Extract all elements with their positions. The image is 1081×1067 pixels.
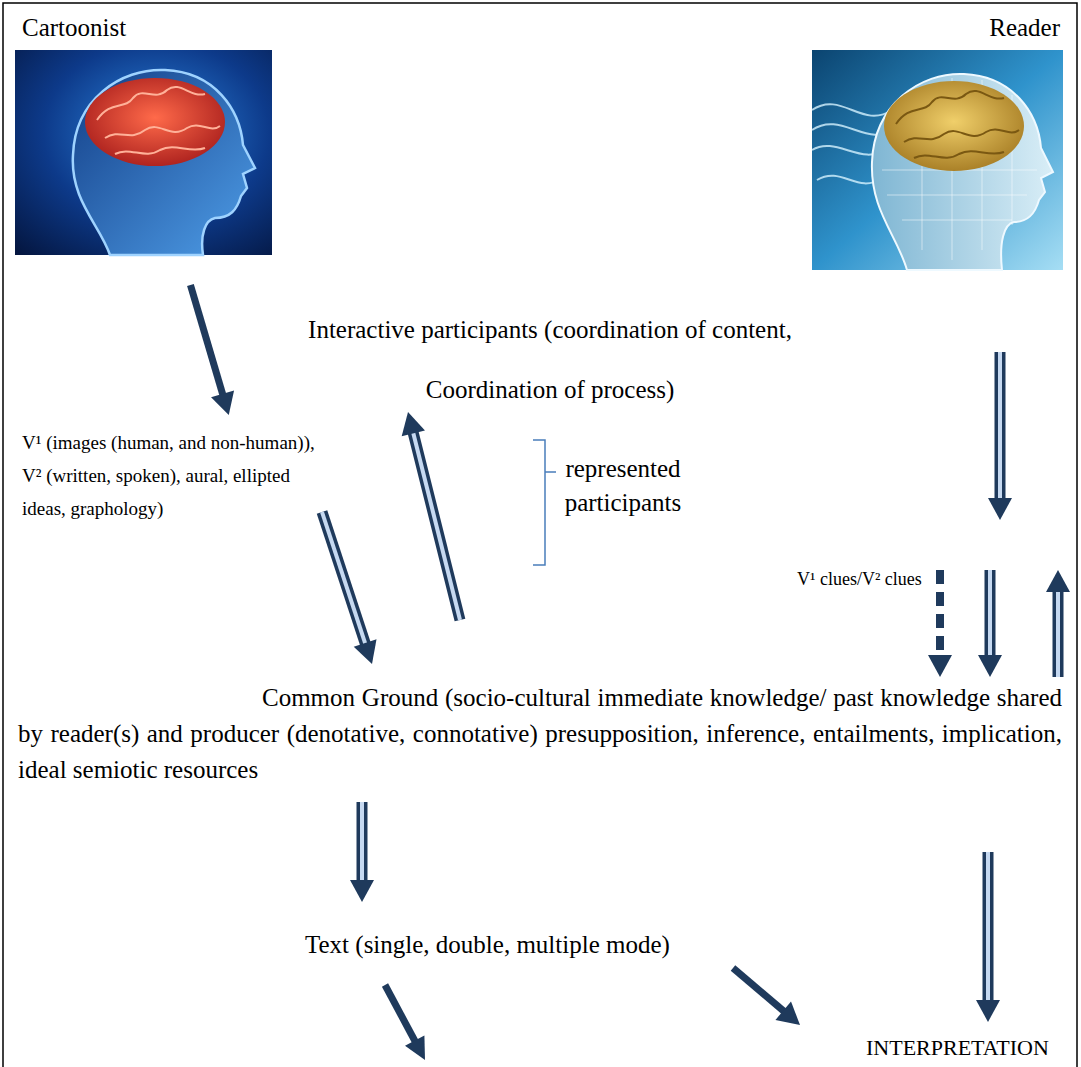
brain-folds	[97, 87, 220, 154]
arrow-shaft	[733, 968, 785, 1012]
arrow-shaft	[983, 852, 994, 1002]
arrow-head	[1046, 570, 1070, 592]
represented-participants-note: represented participants	[560, 452, 686, 520]
node-text: V¹ clues/V² clues	[797, 565, 923, 593]
picture-ground	[812, 50, 1063, 270]
arrow-shaft-core	[360, 802, 364, 882]
node-text: Text (single, double, multiple mode)	[305, 930, 671, 960]
flow-arrow	[733, 968, 800, 1025]
brain-folds	[896, 91, 1019, 158]
arrow-head	[978, 655, 1002, 677]
node-text: INTERPRETATION	[866, 1034, 1050, 1062]
head-silhouette	[872, 74, 1053, 270]
node-text: Cartoonist	[22, 12, 273, 44]
arrow-head	[402, 412, 425, 436]
arrow-shaft	[1053, 590, 1064, 677]
bracket	[533, 440, 556, 565]
cartoonist-head-picture	[15, 50, 272, 255]
flow-arrow	[190, 285, 234, 415]
picture-ground	[15, 50, 272, 255]
node-text: Common Ground (socio-cultural immediate …	[18, 680, 1062, 788]
page-border	[3, 3, 1077, 1067]
arrow-shaft	[190, 285, 223, 396]
arrow-shaft	[357, 802, 368, 882]
reader-head-picture	[812, 50, 1063, 270]
arrow-head	[350, 880, 374, 902]
arrow-shaft-core	[322, 512, 366, 645]
interpretation-node: INTERPRETATION	[866, 1034, 1050, 1062]
flow-arrow	[1046, 570, 1070, 677]
interactive-participants-note: Interactive participants (coordination o…	[295, 300, 805, 420]
arrow-head	[405, 1035, 425, 1060]
node-text: V¹ (images (human, and non-human)), V² (…	[22, 426, 332, 525]
common-ground-node: Common Ground (socio-cultural immediate …	[18, 680, 1062, 788]
arrow-head	[928, 655, 952, 677]
head-mesh	[882, 78, 1037, 260]
arrow-shaft-core	[998, 352, 1002, 500]
participant-node: Cartoonist	[15, 12, 273, 257]
arrow-head	[976, 1000, 1000, 1022]
arrow-head	[354, 639, 377, 664]
arrow-shaft-core	[986, 852, 990, 1002]
arrow-shaft-core	[988, 570, 992, 657]
arrow-shaft-core	[1056, 590, 1060, 677]
text-node: Text (single, double, multiple mode)	[305, 930, 671, 960]
node-text: Reader	[808, 12, 1060, 44]
head-silhouette	[73, 70, 255, 255]
flow-arrow	[402, 412, 460, 620]
clue-node: V¹ clues/V² clues	[797, 565, 923, 593]
flow-arrow	[322, 512, 377, 664]
arrow-shaft	[985, 570, 996, 657]
flow-arrow	[928, 570, 952, 677]
flow-arrow	[350, 802, 374, 902]
bottom-arrow	[385, 985, 425, 1060]
flow-arrow	[988, 352, 1012, 520]
arrow-shaft	[322, 512, 366, 645]
participant-node: Reader	[808, 12, 1066, 274]
flow-arrow	[978, 570, 1002, 677]
flow-arrow	[976, 852, 1000, 1022]
arrow-head	[775, 1002, 800, 1025]
arrow-head	[211, 391, 234, 415]
brain-shape	[884, 81, 1024, 171]
arrow-shaft	[413, 431, 460, 620]
mode-list: V¹ (images (human, and non-human)), V² (…	[22, 426, 332, 525]
arrow-head	[988, 498, 1012, 520]
arrow-shaft-core	[413, 431, 460, 620]
arrow-shaft	[995, 352, 1006, 500]
arrow-shaft	[936, 570, 944, 657]
arrow-shaft	[385, 985, 416, 1043]
brain-shape	[85, 78, 225, 166]
